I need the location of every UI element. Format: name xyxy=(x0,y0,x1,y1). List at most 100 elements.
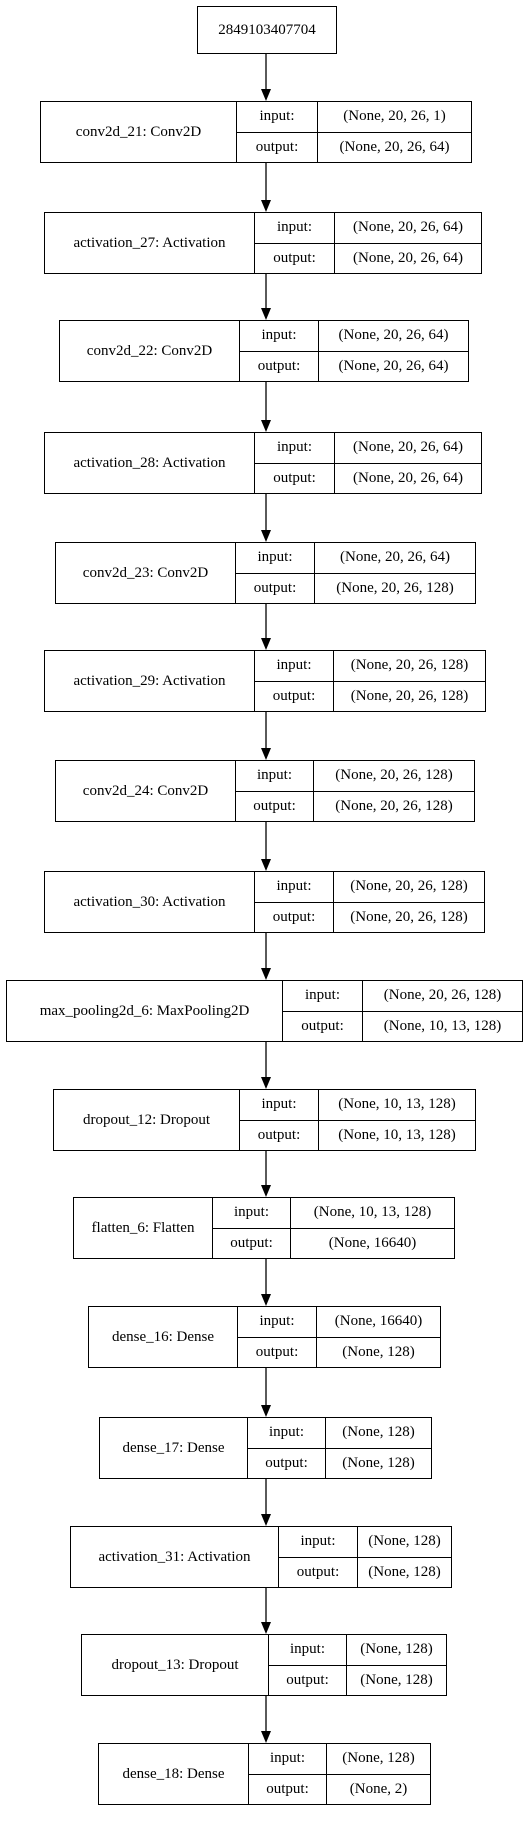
output-label: output: xyxy=(286,1671,329,1688)
input-shape: (None, 20, 26, 128) xyxy=(314,761,474,792)
output-shape: (None, 20, 26, 64) xyxy=(339,138,450,155)
output-shape: (None, 20, 26, 128) xyxy=(350,687,469,704)
arrowhead xyxy=(261,638,271,650)
layer-name: activation_30: Activation xyxy=(45,872,255,932)
arrowhead xyxy=(261,200,271,212)
output-label: output: xyxy=(253,797,296,814)
output-shape: (None, 20, 26, 64) xyxy=(353,469,463,486)
output-shape: (None, 128) xyxy=(368,1563,441,1580)
output-shape: (None, 128) xyxy=(342,1454,415,1471)
arrowhead xyxy=(261,748,271,760)
output-shape: (None, 10, 13, 128) xyxy=(338,1126,456,1143)
layer-name: activation_29: Activation xyxy=(45,651,255,711)
arrowhead xyxy=(261,308,271,320)
input-shape: (None, 20, 26, 1) xyxy=(318,102,471,133)
input-label: input: xyxy=(255,651,333,682)
model-input-node: 2849103407704 xyxy=(197,6,337,54)
output-label: output: xyxy=(296,1563,340,1580)
output-shape: (None, 20, 26, 64) xyxy=(338,357,449,374)
input-label: input: xyxy=(248,1418,325,1449)
layer-name: dense_18: Dense xyxy=(99,1744,249,1804)
input-label: input: xyxy=(240,321,318,352)
output-label: output: xyxy=(273,249,316,266)
layer-name: conv2d_22: Conv2D xyxy=(60,321,240,381)
arrowhead xyxy=(261,1622,271,1634)
output-label: output: xyxy=(257,357,301,374)
arrowhead xyxy=(261,1294,271,1306)
input-label: input: xyxy=(255,213,334,244)
input-shape: (None, 20, 26, 64) xyxy=(335,213,481,244)
arrowhead xyxy=(261,1185,271,1197)
output-label: output: xyxy=(301,1017,344,1034)
layer-name: conv2d_23: Conv2D xyxy=(56,543,236,603)
input-shape: (None, 128) xyxy=(358,1527,451,1558)
arrowhead xyxy=(261,1077,271,1089)
output-shape: (None, 20, 26, 128) xyxy=(350,908,468,925)
layer-name: flatten_6: Flatten xyxy=(74,1198,213,1258)
input-label: input: xyxy=(236,543,314,574)
arrowhead xyxy=(261,1731,271,1743)
output-shape: (None, 20, 26, 128) xyxy=(336,579,454,596)
output-label: output: xyxy=(266,1780,309,1797)
input-shape: (None, 20, 26, 64) xyxy=(315,543,475,574)
input-shape: (None, 128) xyxy=(326,1418,431,1449)
arrowhead xyxy=(261,530,271,542)
input-shape: (None, 20, 26, 64) xyxy=(319,321,468,352)
output-label: output: xyxy=(255,1343,299,1360)
output-label: output: xyxy=(230,1234,273,1251)
arrowhead xyxy=(261,1514,271,1526)
output-shape: (None, 128) xyxy=(360,1671,433,1688)
output-shape: (None, 10, 13, 128) xyxy=(383,1017,502,1034)
layer-name: activation_31: Activation xyxy=(71,1527,279,1587)
input-shape: (None, 128) xyxy=(347,1635,446,1666)
input-shape: (None, 10, 13, 128) xyxy=(319,1090,475,1121)
output-label: output: xyxy=(255,138,299,155)
input-shape: (None, 10, 13, 128) xyxy=(291,1198,454,1229)
input-shape: (None, 20, 26, 128) xyxy=(334,651,485,682)
arrowhead xyxy=(261,420,271,432)
input-shape: (None, 128) xyxy=(327,1744,430,1775)
arrowhead xyxy=(261,968,271,980)
input-shape: (None, 20, 26, 128) xyxy=(334,872,484,903)
input-label: input: xyxy=(240,1090,318,1121)
output-shape: (None, 128) xyxy=(342,1343,415,1360)
input-label: input: xyxy=(249,1744,326,1775)
output-shape: (None, 20, 26, 64) xyxy=(353,249,463,266)
output-shape: (None, 16640) xyxy=(328,1234,417,1251)
output-label: output: xyxy=(257,1126,301,1143)
output-shape: (None, 20, 26, 128) xyxy=(335,797,453,814)
output-label: output: xyxy=(265,1454,308,1471)
arrowhead xyxy=(261,1405,271,1417)
input-label: input: xyxy=(255,433,334,464)
input-label: input: xyxy=(237,102,317,133)
layer-name: conv2d_24: Conv2D xyxy=(56,761,236,821)
layer-name: dropout_12: Dropout xyxy=(54,1090,240,1150)
input-shape: (None, 16640) xyxy=(317,1307,440,1338)
input-label: input: xyxy=(213,1198,290,1229)
input-label: input: xyxy=(255,872,333,903)
output-label: output: xyxy=(273,469,316,486)
output-shape: (None, 2) xyxy=(349,1780,408,1797)
input-label: input: xyxy=(269,1635,346,1666)
model-input-label: 2849103407704 xyxy=(218,21,316,38)
layer-name: conv2d_21: Conv2D xyxy=(41,102,237,162)
layer-name: dense_16: Dense xyxy=(89,1307,238,1367)
input-label: input: xyxy=(238,1307,316,1338)
arrowhead xyxy=(261,859,271,871)
